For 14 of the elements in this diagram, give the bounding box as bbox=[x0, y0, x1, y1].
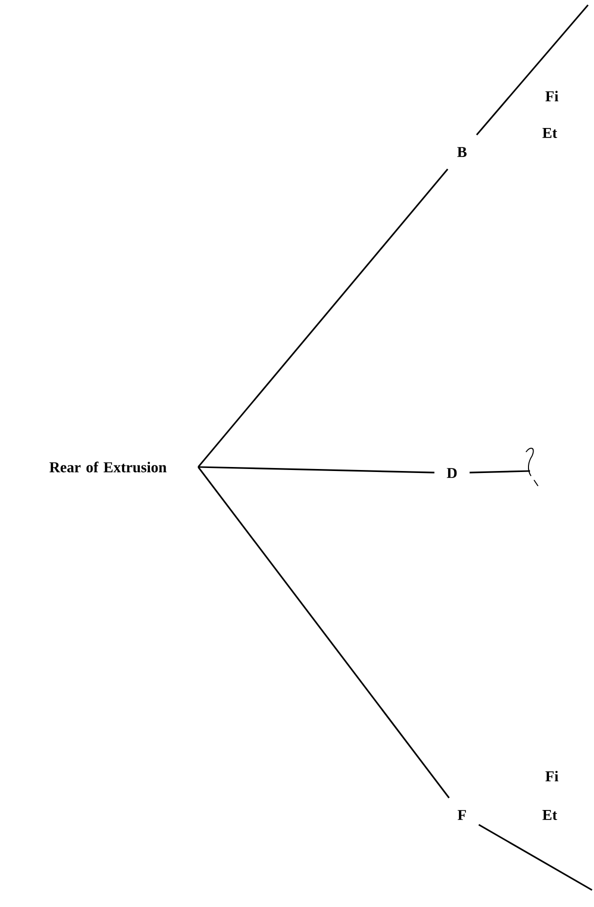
cut-off-text: Fi bbox=[545, 90, 558, 102]
cut-off-text: Fi bbox=[545, 770, 558, 782]
point-label: B bbox=[457, 147, 467, 157]
line bbox=[470, 470, 530, 474]
cut-off-text: Et bbox=[542, 810, 558, 820]
point-label: F bbox=[458, 810, 466, 820]
line bbox=[478, 824, 592, 891]
line bbox=[476, 4, 589, 136]
line bbox=[198, 466, 450, 798]
line bbox=[198, 168, 448, 468]
cut-off-text: Et bbox=[542, 128, 558, 138]
line bbox=[198, 466, 434, 474]
point-label: D bbox=[446, 468, 457, 478]
text-label: Rear of Extrusion bbox=[50, 462, 166, 472]
